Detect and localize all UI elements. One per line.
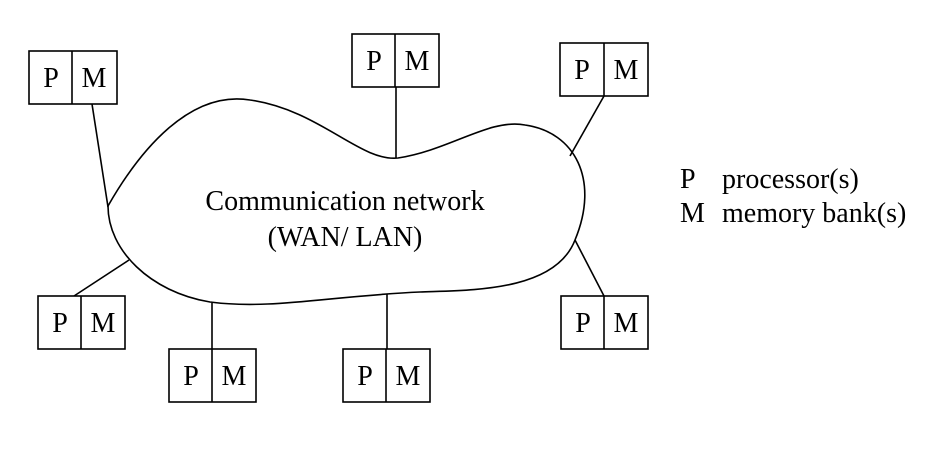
connector-top-right <box>569 95 605 157</box>
processor-label: P <box>357 361 373 392</box>
memory-label: M <box>405 46 430 77</box>
processor-label: P <box>574 55 590 86</box>
memory-label: M <box>222 361 247 392</box>
network-label-line1: Communication network <box>205 186 484 217</box>
memory-label: M <box>396 361 421 392</box>
connector-bottom-right <box>574 239 605 297</box>
legend-key-processor: P <box>680 164 696 195</box>
network-label-line2: (WAN/ LAN) <box>268 222 423 253</box>
pm-node-top-left: P M <box>28 50 118 105</box>
network-cloud <box>107 98 586 306</box>
memory-label: M <box>614 55 639 86</box>
pm-node-top-right: P M <box>559 42 649 97</box>
legend-key-memory: M <box>680 198 705 229</box>
pm-node-bottom-center-left: P M <box>168 348 257 403</box>
processor-label: P <box>43 63 59 94</box>
processor-label: P <box>366 46 382 77</box>
pm-node-bottom-right: P M <box>560 295 649 350</box>
memory-label: M <box>82 63 107 94</box>
memory-label: M <box>614 308 639 339</box>
legend: P processor(s) M memory bank(s) <box>680 164 906 229</box>
pm-node-top-center: P M <box>351 33 440 88</box>
memory-label: M <box>91 308 116 339</box>
pm-node-bottom-center-right: P M <box>342 348 431 403</box>
pm-node-bottom-left: P M <box>37 295 126 350</box>
connector-bottom-left <box>73 259 130 297</box>
processor-label: P <box>575 308 591 339</box>
legend-text-processor: processor(s) <box>722 164 859 195</box>
processor-label: P <box>52 308 68 339</box>
connector-top-left <box>91 103 109 208</box>
legend-text-memory: memory bank(s) <box>722 198 906 229</box>
processor-label: P <box>183 361 199 392</box>
